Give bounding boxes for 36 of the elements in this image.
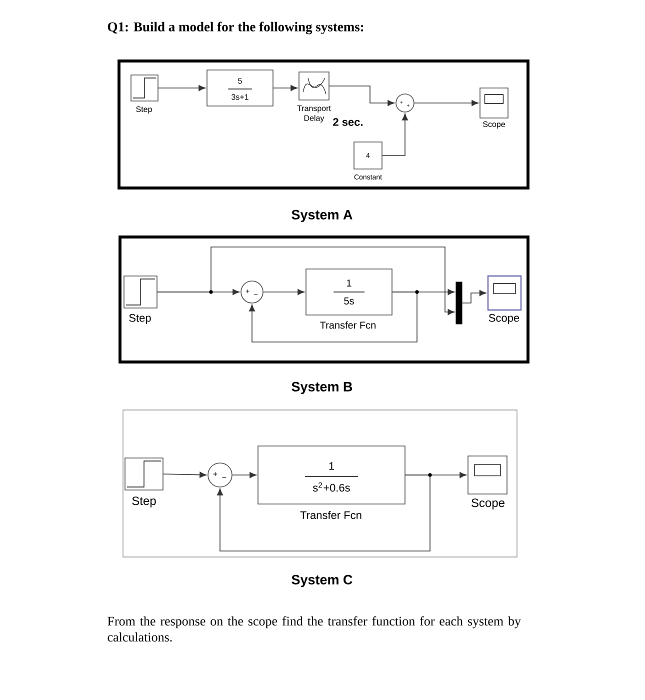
numerator: 1 <box>346 280 352 286</box>
arrow <box>163 472 206 478</box>
arrow <box>232 472 256 478</box>
numerator: 1 <box>329 462 334 470</box>
sign-label: − <box>222 477 226 478</box>
denominator: s$^{2}$+0.6s <box>312 482 350 492</box>
arrow <box>273 85 298 91</box>
block-label: Scope <box>472 498 504 510</box>
block-label: Transport Delay <box>297 106 331 122</box>
delay-note: 2 sec. <box>333 118 363 126</box>
denominator: 5s <box>344 298 354 304</box>
arrow <box>462 290 486 304</box>
block-label: Step <box>129 314 151 324</box>
mux-bar <box>456 282 462 324</box>
block-label: Scope <box>483 121 505 129</box>
arrow <box>217 474 430 552</box>
system-label: System A <box>292 210 352 222</box>
arrow <box>329 86 394 106</box>
arrow <box>414 100 478 106</box>
caption: From the response on the scope find the transfer function for each system by calculations. <box>108 616 521 642</box>
system-label: System B <box>292 382 352 394</box>
numerator: 5 <box>238 78 242 84</box>
arrow <box>158 85 206 91</box>
title: Q1: Build a model for the following systems: <box>108 22 364 34</box>
block-label: Step <box>132 496 156 508</box>
denominator: 3s+1 <box>232 94 248 100</box>
block-label: Scope <box>488 314 520 324</box>
arrow <box>382 114 408 156</box>
arrow <box>249 292 418 342</box>
system-label: System C <box>292 574 352 588</box>
block-label: Step <box>136 106 152 114</box>
block-label: Transfer Fcn <box>320 321 376 329</box>
sign-label: + <box>213 472 218 476</box>
arrow <box>263 289 304 295</box>
arrow <box>157 246 455 315</box>
block-label: Transfer Fcn <box>300 510 362 520</box>
